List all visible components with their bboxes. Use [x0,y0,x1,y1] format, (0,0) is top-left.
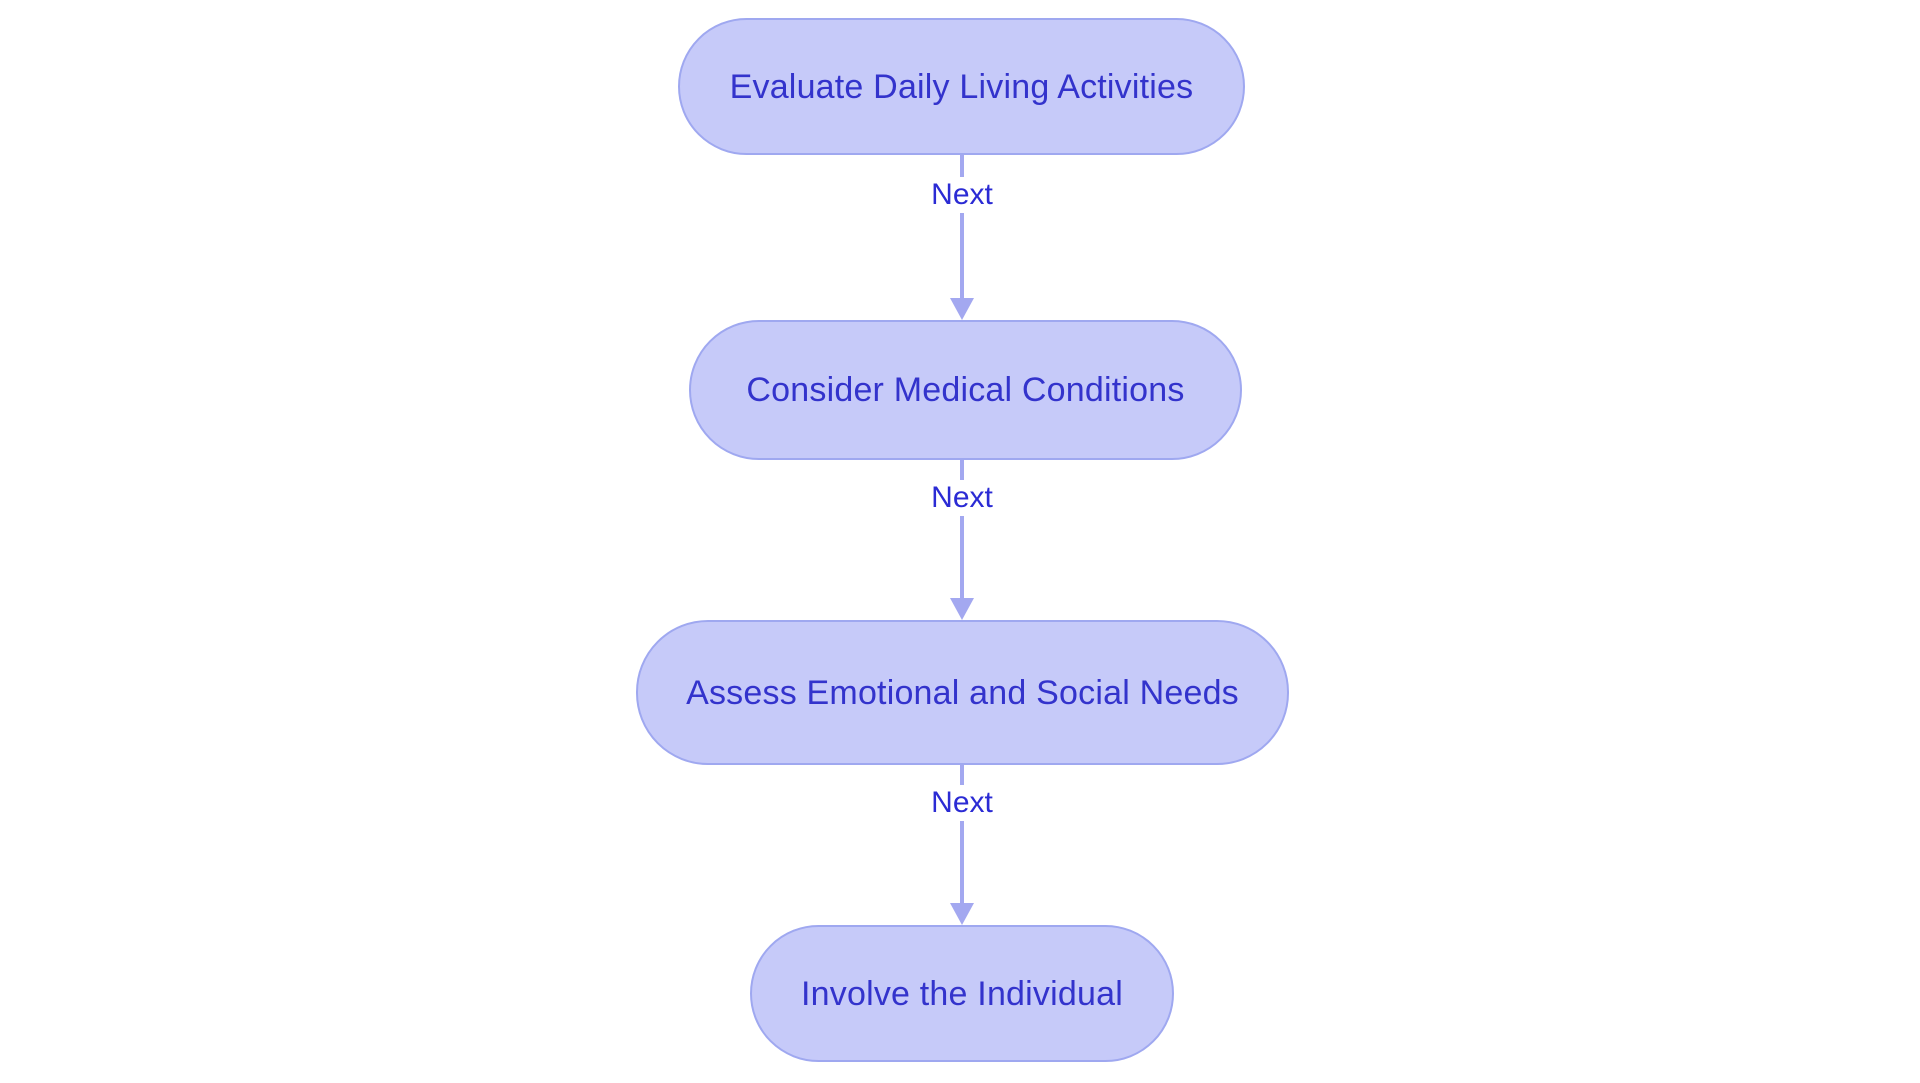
flow-edge-label: Next [924,480,1000,517]
flow-edge-line [960,155,964,298]
flow-edge-label: Next [924,177,1000,214]
flow-edge-line [960,460,964,598]
flow-node-involve-the-individual[interactable]: Involve the Individual [750,925,1174,1062]
arrow-down-icon [950,598,974,620]
flow-node-assess-emotional-and-social-needs[interactable]: Assess Emotional and Social Needs [636,620,1289,765]
flow-node-label: Consider Medical Conditions [746,371,1185,409]
flow-node-evaluate-daily-living-activities[interactable]: Evaluate Daily Living Activities [678,18,1245,155]
arrow-down-icon [950,903,974,925]
flow-node-label: Assess Emotional and Social Needs [686,673,1239,712]
flow-node-consider-medical-conditions[interactable]: Consider Medical Conditions [689,320,1242,460]
flow-node-label: Involve the Individual [801,974,1123,1013]
flow-edge-line [960,765,964,903]
flow-node-label: Evaluate Daily Living Activities [729,67,1194,106]
flow-edge-label: Next [924,785,1000,822]
arrow-down-icon [950,298,974,320]
